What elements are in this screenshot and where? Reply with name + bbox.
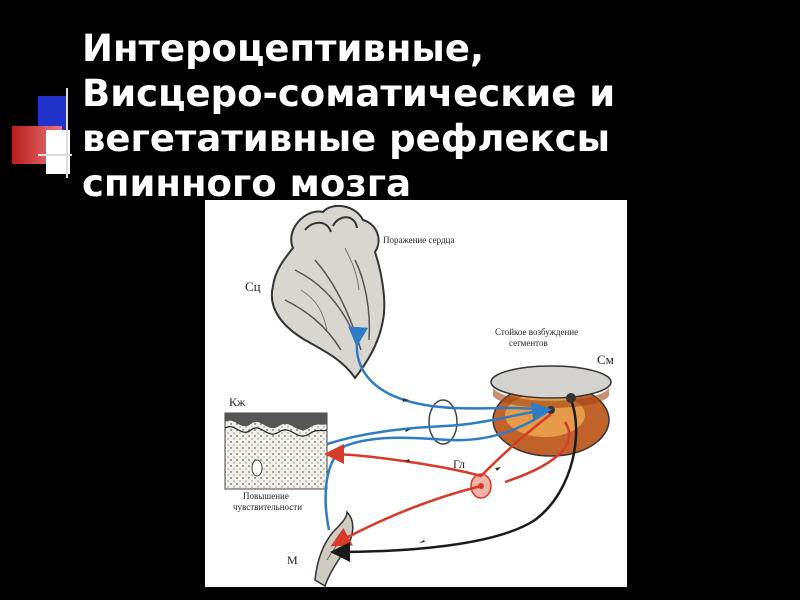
title-line-1: Интероцептивные,: [82, 27, 485, 70]
reflex-diagram-svg: Сц Поражение сердца См Стойкое возбужден…: [224, 204, 614, 587]
heart-label: Сц: [245, 279, 261, 294]
motor-neuron: [566, 393, 576, 403]
motor-efferent-path: [330, 399, 578, 562]
reflex-diagram: Сц Поражение сердца См Стойкое возбужден…: [205, 200, 627, 587]
muscle-afferent-path: [324, 410, 548, 531]
slide-title: Интероцептивные, Висцеро-соматические и …: [82, 26, 615, 206]
skin-caption-line-1: Повышение: [243, 491, 289, 501]
spinal-ganglion: [428, 399, 458, 445]
skin-afferent-path: [326, 401, 552, 446]
skin-efferent-path: [324, 413, 552, 478]
heart-illustration: [270, 204, 386, 380]
title-line-2: Висцеро-соматические и: [82, 72, 616, 115]
deco-horizontal-line: [38, 154, 72, 156]
skin-illustration: [224, 412, 328, 490]
direction-arrows: [403, 398, 501, 543]
muscle-illustration: [314, 510, 354, 587]
muscle-efferent-path: [330, 484, 482, 547]
title-line-4: спинного мозга: [82, 162, 412, 205]
ganglion-label: Гл: [453, 457, 465, 471]
title-line-3: вегетативные рефлексы: [82, 117, 611, 160]
skin-label: Кж: [229, 395, 246, 409]
spinal-cord-label: См: [597, 352, 614, 367]
skin-caption-line-2: чувствительности: [233, 502, 302, 512]
spinal-cord-segment: [490, 365, 612, 457]
preganglionic-path: [504, 421, 571, 484]
spinal-caption-line-1: Стойкое возбуждение: [495, 327, 578, 337]
deco-vertical-line: [66, 88, 68, 178]
heart-afferent-path: [348, 326, 548, 412]
heart-caption: Поражение сердца: [383, 235, 454, 245]
muscle-label: М: [287, 553, 298, 567]
spinal-caption-line-2: сегментов: [509, 338, 548, 348]
